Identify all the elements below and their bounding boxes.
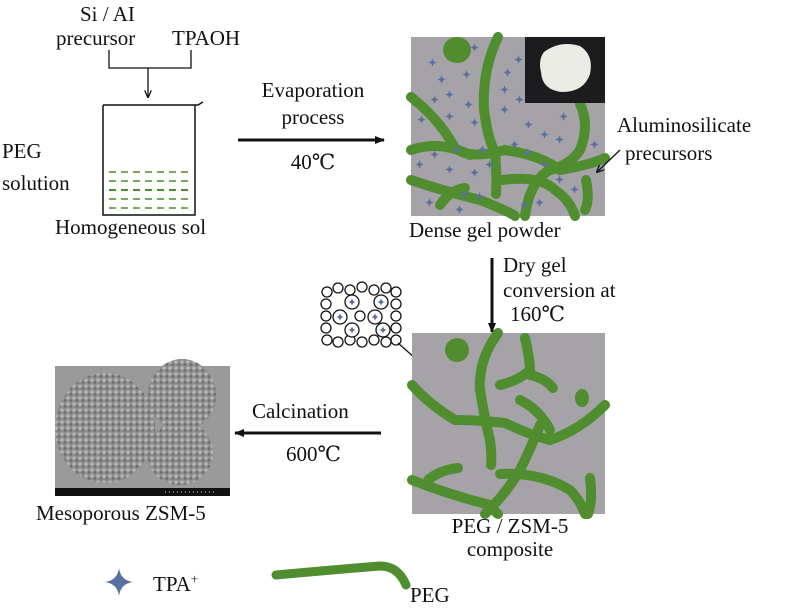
peg-legend-label: PEG: [410, 583, 450, 607]
solution-label: solution: [2, 171, 70, 195]
dense-gel-caption: Dense gel powder: [409, 218, 561, 242]
temp-600-label: 600℃: [286, 442, 341, 466]
input-si-al: Si / AI: [80, 2, 135, 26]
dry-gel-label: Dry gel: [503, 253, 567, 277]
composite-caption-1: PEG / ZSM-5: [451, 514, 569, 538]
process-label: process: [281, 105, 345, 129]
sem-micrograph: [55, 359, 230, 496]
input-tpaoh: TPAOH: [172, 26, 241, 50]
powder-photo-inset: [525, 37, 605, 103]
peg-label: PEG: [2, 139, 42, 163]
mesoporous-zsm5-caption: Mesoporous ZSM-5: [36, 501, 206, 525]
tpa-legend-star-icon: [105, 568, 133, 596]
input-precursor: precursor: [56, 26, 136, 50]
tpa-charge: +: [190, 571, 199, 586]
aluminosilicate-label: Aluminosilicate: [617, 113, 752, 137]
calcination-label: Calcination: [252, 399, 349, 423]
precursors-label: precursors: [625, 141, 713, 165]
tpa-legend-label: TPA+: [153, 568, 198, 595]
input-bracket: [108, 50, 192, 97]
peg-legend-line: [271, 561, 411, 590]
zeolite-framework-icon: [320, 281, 402, 348]
temp-40-label: 40℃: [290, 150, 336, 174]
aluminosilicate-pointer: [597, 149, 621, 172]
dense-gel-image: [406, 32, 610, 221]
composite-caption-2: composite: [466, 537, 554, 561]
composite-image: [407, 328, 610, 519]
conversion-label: conversion at: [503, 278, 616, 302]
beaker-icon: [102, 101, 204, 216]
homogeneous-sol-caption: Homogeneous sol: [55, 215, 207, 239]
evaporation-label: Evaporation: [261, 78, 365, 102]
tpa-text: TPA: [153, 572, 191, 596]
temp-160-label: 160℃: [510, 302, 565, 326]
